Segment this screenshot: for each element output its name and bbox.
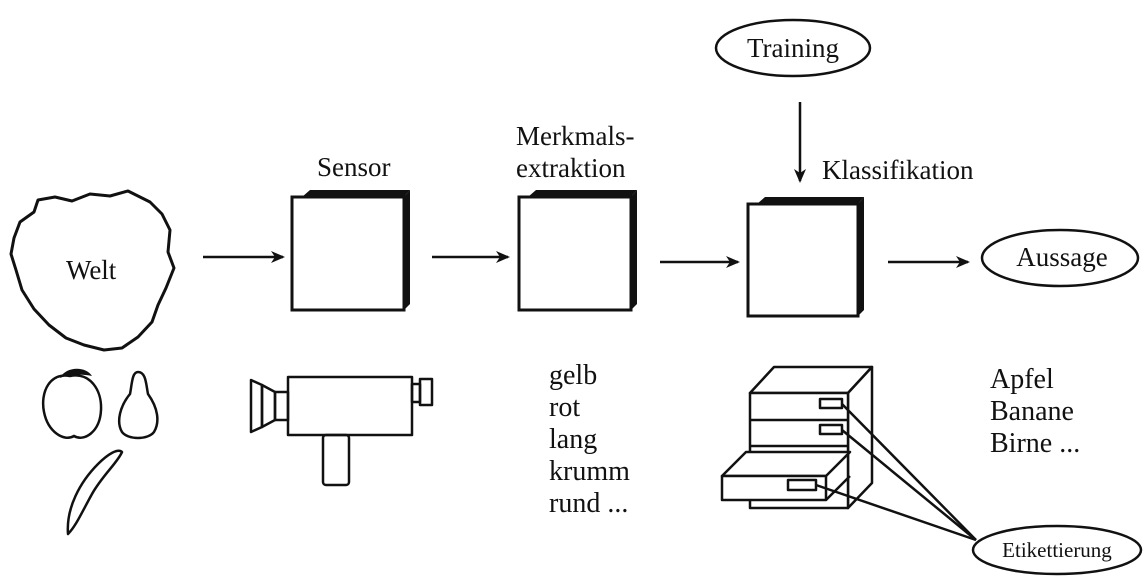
feature-item: rot [549, 392, 580, 423]
output-label: Aussage [1016, 242, 1107, 272]
class-item: Birne ... [990, 428, 1080, 459]
pear-icon [118, 370, 159, 440]
labeling-node: Etikettierung [971, 524, 1143, 576]
filing-cabinet-icon [720, 365, 977, 542]
feature-extraction-label-line1: Merkmals- [516, 121, 634, 151]
training-node: Training [714, 18, 872, 78]
classification-box: Klassifikation [746, 155, 974, 318]
feature-item: krumm [549, 456, 630, 487]
output-node: Aussage [980, 228, 1140, 288]
feature-extraction-label-line2: extraktion [516, 153, 626, 183]
training-label: Training [747, 33, 839, 63]
sensor-box: Sensor [290, 152, 410, 312]
class-list: Apfel Banane Birne ... [990, 364, 1080, 459]
apple-icon [41, 368, 103, 439]
banana-icon [66, 449, 124, 536]
feature-item: lang [549, 424, 597, 455]
feature-extraction-box: Merkmals- extraktion [516, 121, 637, 312]
world-label: Welt [66, 255, 117, 285]
world-blob: Welt [9, 189, 176, 352]
video-camera-icon [249, 375, 434, 487]
class-item: Apfel [990, 364, 1054, 395]
classification-label: Klassifikation [822, 155, 974, 185]
sensor-label: Sensor [317, 152, 391, 182]
feature-item: rund ... [549, 488, 628, 519]
feature-list: gelb rot lang krumm rund ... [549, 360, 630, 519]
class-item: Banane [990, 396, 1074, 427]
feature-item: gelb [549, 360, 597, 391]
labeling-label: Etikettierung [1002, 538, 1112, 562]
